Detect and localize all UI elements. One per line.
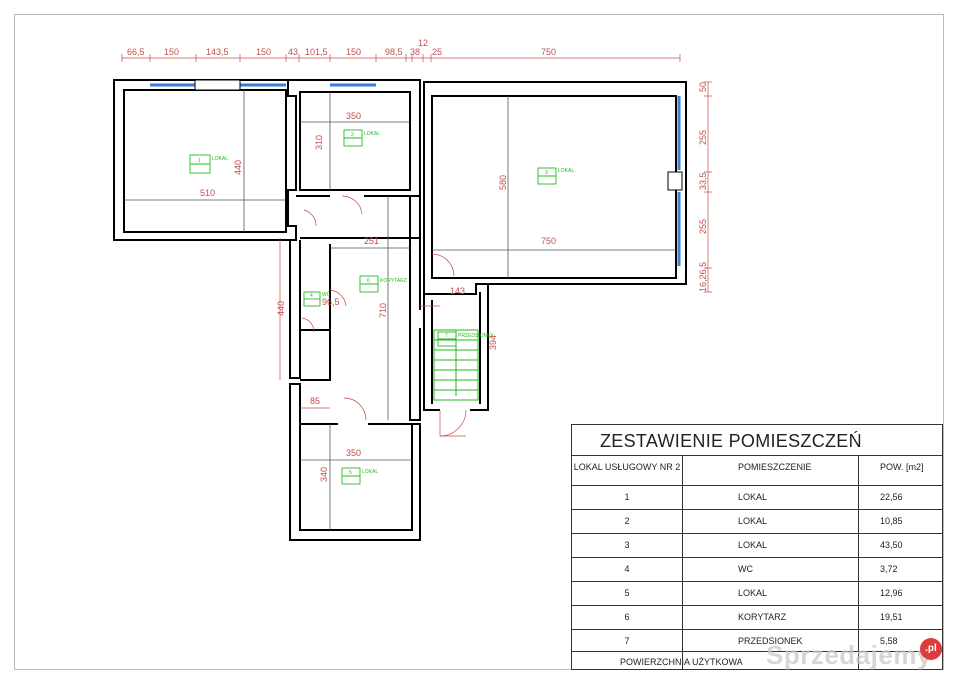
table-title: ZESTAWIENIE POMIESZCZEŃ [600, 431, 862, 451]
header-room: POMIESZCZENIE [738, 462, 812, 472]
header-unit: LOKAL USŁUGOWY NR 2 [573, 462, 681, 472]
header-area: POW. [m2] [880, 462, 924, 472]
dim-top-4: 150 [256, 47, 271, 57]
table-row: 3 LOKAL 43,50 [572, 533, 942, 557]
svg-text:LOKAL: LOKAL [362, 469, 378, 475]
dim-right-2: 255 [698, 130, 708, 145]
corridor-walls: 251 710 440 [276, 196, 421, 421]
top-dimension-chain: 66,5 150 143,5 150 43 101,5 150 98,5 12 … [121, 38, 681, 62]
room-2-walls: 350 310 [288, 79, 421, 215]
room-1-walls: 510 440 [113, 79, 297, 241]
r1-height-dim: 440 [233, 160, 243, 175]
table-divider [682, 455, 683, 669]
vest-width-dim: 143 [450, 286, 465, 296]
table-row: 1 LOKAL 22,56 [572, 485, 942, 509]
table-header-row: LOKAL USŁUGOWY NR 2 POMIESZCZENIE POW. [… [572, 455, 942, 485]
wc-tag: 4 WC 96,5 [303, 291, 340, 307]
svg-text:5: 5 [349, 470, 352, 476]
svg-text:LOKAL: LOKAL [212, 156, 228, 162]
room-5-tag: 5 LOKAL [341, 467, 378, 485]
dim-top-8: 98,5 [385, 47, 403, 57]
dim-top-9: 12 [418, 38, 428, 48]
table-footer-row: POWIERZCHNIA UŻYTKOWA [572, 651, 942, 671]
dim-right-5: 16,26,5 [698, 262, 708, 292]
r2-width-dim: 350 [346, 111, 361, 121]
r3-height-dim: 580 [498, 175, 508, 190]
r5-width-dim: 350 [346, 448, 361, 458]
drawing-frame [14, 14, 944, 670]
corridor-width-dim: 251 [364, 236, 379, 246]
watermark-badge: .pl [920, 638, 942, 660]
svg-text:3: 3 [545, 170, 548, 176]
svg-text:4: 4 [310, 293, 313, 299]
room-3-walls: 750 580 [423, 81, 687, 295]
corridor-tag: 6 KORYTARZ [359, 275, 407, 293]
vestibule-walls: 143 394 [420, 284, 498, 437]
left-wing-height-dim: 440 [276, 301, 286, 316]
dim-top-2: 150 [164, 47, 179, 57]
room-2-tag: 2 LOKAL [343, 129, 380, 147]
table-row: 6 KORYTARZ 19,51 [572, 605, 942, 629]
svg-text:2: 2 [351, 132, 354, 138]
wc-small-dim: 96,5 [322, 297, 340, 307]
rooms-summary-table: ZESTAWIENIE POMIESZCZEŃ LOKAL USŁUGOWY N… [571, 424, 943, 670]
vestibule-tag: 7 PRZEDSIONEK [437, 331, 495, 347]
stairs [433, 329, 479, 401]
watermark-text: Sprzedajemy [766, 640, 932, 670]
footer-label: POWIERZCHNIA UŻYTKOWA [620, 657, 743, 667]
dim-top-11: 25 [432, 47, 442, 57]
svg-text:7: 7 [445, 333, 448, 339]
dim-top-12: 750 [541, 47, 556, 57]
svg-text:6: 6 [367, 278, 370, 284]
svg-text:LOKAL: LOKAL [364, 131, 380, 137]
r2-height-dim: 310 [314, 135, 324, 150]
svg-text:1: 1 [198, 158, 201, 164]
corridor-height-dim: 710 [378, 303, 388, 318]
dim-top-5: 43 [288, 47, 298, 57]
room-3-tag: 3 LOKAL [537, 167, 574, 185]
right-dimension-chain: 50 255 33,5 255 16,26,5 [698, 81, 712, 293]
svg-text:LOKAL: LOKAL [558, 168, 574, 174]
table-row: 2 LOKAL 10,85 [572, 509, 942, 533]
dim-top-1: 66,5 [127, 47, 145, 57]
table-row: 5 LOKAL 12,96 [572, 581, 942, 605]
dim-top-6: 101,5 [305, 47, 328, 57]
r1-width-dim: 510 [200, 188, 215, 198]
room-5-walls: 350 340 85 [289, 383, 421, 541]
svg-text:KORYTARZ: KORYTARZ [380, 278, 407, 284]
dim-top-7: 150 [346, 47, 361, 57]
wc-width-dim: 85 [310, 396, 320, 406]
table-row: 7 PRZEDSIONEK 5,58 [572, 629, 942, 653]
table-divider [858, 455, 859, 669]
svg-text:WC: WC [322, 292, 331, 298]
r5-height-dim: 340 [319, 467, 329, 482]
dim-right-4: 255 [698, 219, 708, 234]
dim-right-1: 50 [698, 82, 708, 92]
dim-right-3: 33,5 [698, 172, 708, 190]
vest-height-dim: 394 [488, 335, 498, 350]
dim-top-10: 38 [410, 47, 420, 57]
dim-top-3: 143,5 [206, 47, 229, 57]
table-row: 4 WC 3,72 [572, 557, 942, 581]
svg-text:PRZEDSIONEK: PRZEDSIONEK [458, 333, 495, 339]
room-1-tag: 1 LOKAL [189, 154, 228, 174]
r3-width-dim: 750 [541, 236, 556, 246]
